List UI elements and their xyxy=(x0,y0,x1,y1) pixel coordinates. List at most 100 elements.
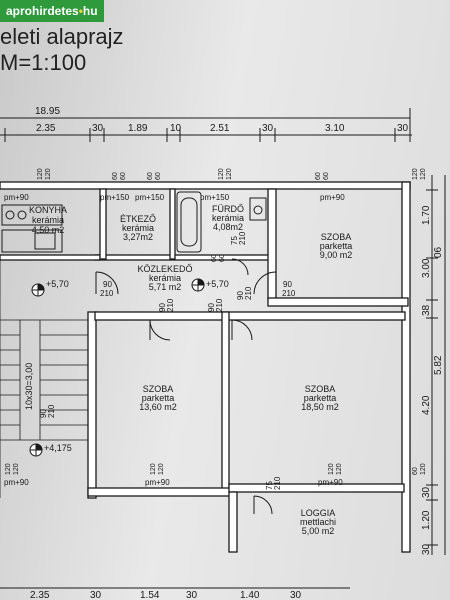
plan-label: 60 xyxy=(323,172,330,180)
plan-label: 1.20 xyxy=(421,510,432,530)
watermark-dot: • xyxy=(78,4,83,18)
plan-label: kerámia xyxy=(149,273,181,283)
plan-label: 13,60 m2 xyxy=(139,402,177,412)
plan-label: 2.35 xyxy=(36,123,56,134)
plan-label: 30 xyxy=(186,590,198,600)
plan-label: 30 xyxy=(421,486,432,498)
plan-label: 2.35 xyxy=(30,590,50,600)
plan-label: 1.89 xyxy=(128,123,148,134)
plan-label: 30 xyxy=(90,590,102,600)
walls xyxy=(0,181,411,553)
plan-label: pm+150 xyxy=(200,193,230,202)
stair-label: 10x30=3,00 xyxy=(24,363,34,410)
plan-label: 60 xyxy=(155,172,162,180)
kitchen-counter xyxy=(1,204,63,253)
plan-label: 120 xyxy=(420,168,427,180)
plan-label: +5,70 xyxy=(206,279,229,289)
plan-label: +4,175 xyxy=(44,443,72,453)
plan-label: 1.54 xyxy=(140,590,160,600)
plan-label: 120 xyxy=(45,168,52,180)
plan-label: 210 xyxy=(244,286,253,300)
plan-label: 210 xyxy=(166,298,175,312)
room-szoba2-name: SZOBA xyxy=(143,384,174,394)
plan-label: 5,00 m2 xyxy=(302,526,335,536)
room-etkezo-name: ÉTKEZŐ xyxy=(120,214,156,224)
plan-label: 4,08m2 xyxy=(213,222,243,232)
room-szoba3-name: SZOBA xyxy=(305,384,336,394)
plan-label: 120 xyxy=(37,168,44,180)
plan-label: pm+90 xyxy=(145,478,170,487)
plan-title: eleti alaprajz xyxy=(0,24,124,49)
plan-label: 120 xyxy=(328,463,335,475)
plan-label: 210 xyxy=(273,476,282,490)
plan-label: 4.20 xyxy=(421,395,432,415)
plan-label: 210 xyxy=(47,404,56,418)
plan-label: pm+150 xyxy=(135,193,165,202)
window-mark-texts: 120 120 60 60 60 60 120 120 60 60 60 60 … xyxy=(5,168,427,475)
room-konyha-name: KONYHA xyxy=(29,205,67,215)
plan-label: 10 xyxy=(170,123,182,134)
plan-label: 60 xyxy=(211,254,218,262)
plan-label: parketta xyxy=(142,393,175,403)
plan-label: 30 xyxy=(421,543,432,555)
plan-label: 210 xyxy=(282,289,296,298)
plan-label: 90 xyxy=(283,280,292,289)
level-texts: +5,70 +5,70 +4,175 xyxy=(44,279,229,453)
plan-label: pm+150 xyxy=(100,193,130,202)
plan-label: pm+90 xyxy=(4,193,29,202)
plan-label: parketta xyxy=(304,393,337,403)
plan-label: 75 xyxy=(265,481,274,490)
plan-label: 210 xyxy=(215,298,224,312)
plan-label: 1.40 xyxy=(240,590,260,600)
plan-label: 60 xyxy=(120,172,127,180)
plan-label: 90 xyxy=(39,409,48,418)
plan-label: 120 xyxy=(420,463,427,475)
plan-label: 120 xyxy=(150,463,157,475)
watermark-badge: aprohirdetes•hu xyxy=(0,0,104,22)
plan-label: 60 xyxy=(219,254,226,262)
plan-label: 30 xyxy=(92,123,104,134)
plan-label: 38 xyxy=(421,304,432,316)
plan-label: 2.51 xyxy=(210,123,230,134)
plan-label: 75 xyxy=(230,236,239,245)
right-dimension-texts: 1.70 06 3.00 38 4.20 5.82 30 1.20 30 xyxy=(421,205,444,555)
plan-label: 120 xyxy=(226,168,233,180)
plan-label: 1.70 xyxy=(421,205,432,225)
plan-label: 120 xyxy=(158,463,165,475)
plan-label: pm+90 xyxy=(4,478,29,487)
room-szoba1-name: SZOBA xyxy=(321,232,352,242)
plan-label: 210 xyxy=(238,231,247,245)
plan-label: 9,00 m2 xyxy=(320,250,353,260)
plan-label: mettlachi xyxy=(300,517,336,527)
plan-label: kerámia xyxy=(32,215,64,225)
plan-label: 120 xyxy=(336,463,343,475)
window-texts: pm+90 pm+150 pm+150 pm+150 pm+90 pm+90 p… xyxy=(4,193,345,487)
plan-label: 60 xyxy=(147,172,154,180)
plan-label: kerámia xyxy=(122,223,154,233)
plan-label: 120 xyxy=(5,463,12,475)
plan-label: 120 xyxy=(412,168,419,180)
plan-label: pm+90 xyxy=(318,478,343,487)
plan-label: 5.82 xyxy=(433,355,444,375)
plan-label: 120 xyxy=(218,168,225,180)
plan-label: 3,27m2 xyxy=(123,232,153,242)
level-markers xyxy=(29,278,205,457)
plan-label: 06 xyxy=(433,246,444,258)
plan-label: 3.00 xyxy=(421,258,432,278)
plan-label: pm+90 xyxy=(320,193,345,202)
plan-label: 60 xyxy=(315,172,322,180)
plan-scale: M=1:100 xyxy=(0,50,87,75)
plan-label: 120 xyxy=(13,463,20,475)
room-labels: KONYHA kerámia 4,50 m2 ÉTKEZŐ kerámia 3,… xyxy=(29,204,352,536)
dimension-texts: 18.95 2.35 30 1.89 10 2.51 30 3.10 30 2.… xyxy=(30,106,409,600)
door-swings xyxy=(95,258,277,515)
door-mark-texts: 90 210 90 210 90 210 90 210 90 210 90 21… xyxy=(39,231,296,490)
plan-label: 4,50 m2 xyxy=(32,225,65,235)
plan-label: 3.10 xyxy=(325,123,345,134)
plan-label: 210 xyxy=(100,289,114,298)
plan-label: 90 xyxy=(158,303,167,312)
plan-label: 90 xyxy=(236,291,245,300)
plan-label: 5,71 m2 xyxy=(149,282,182,292)
